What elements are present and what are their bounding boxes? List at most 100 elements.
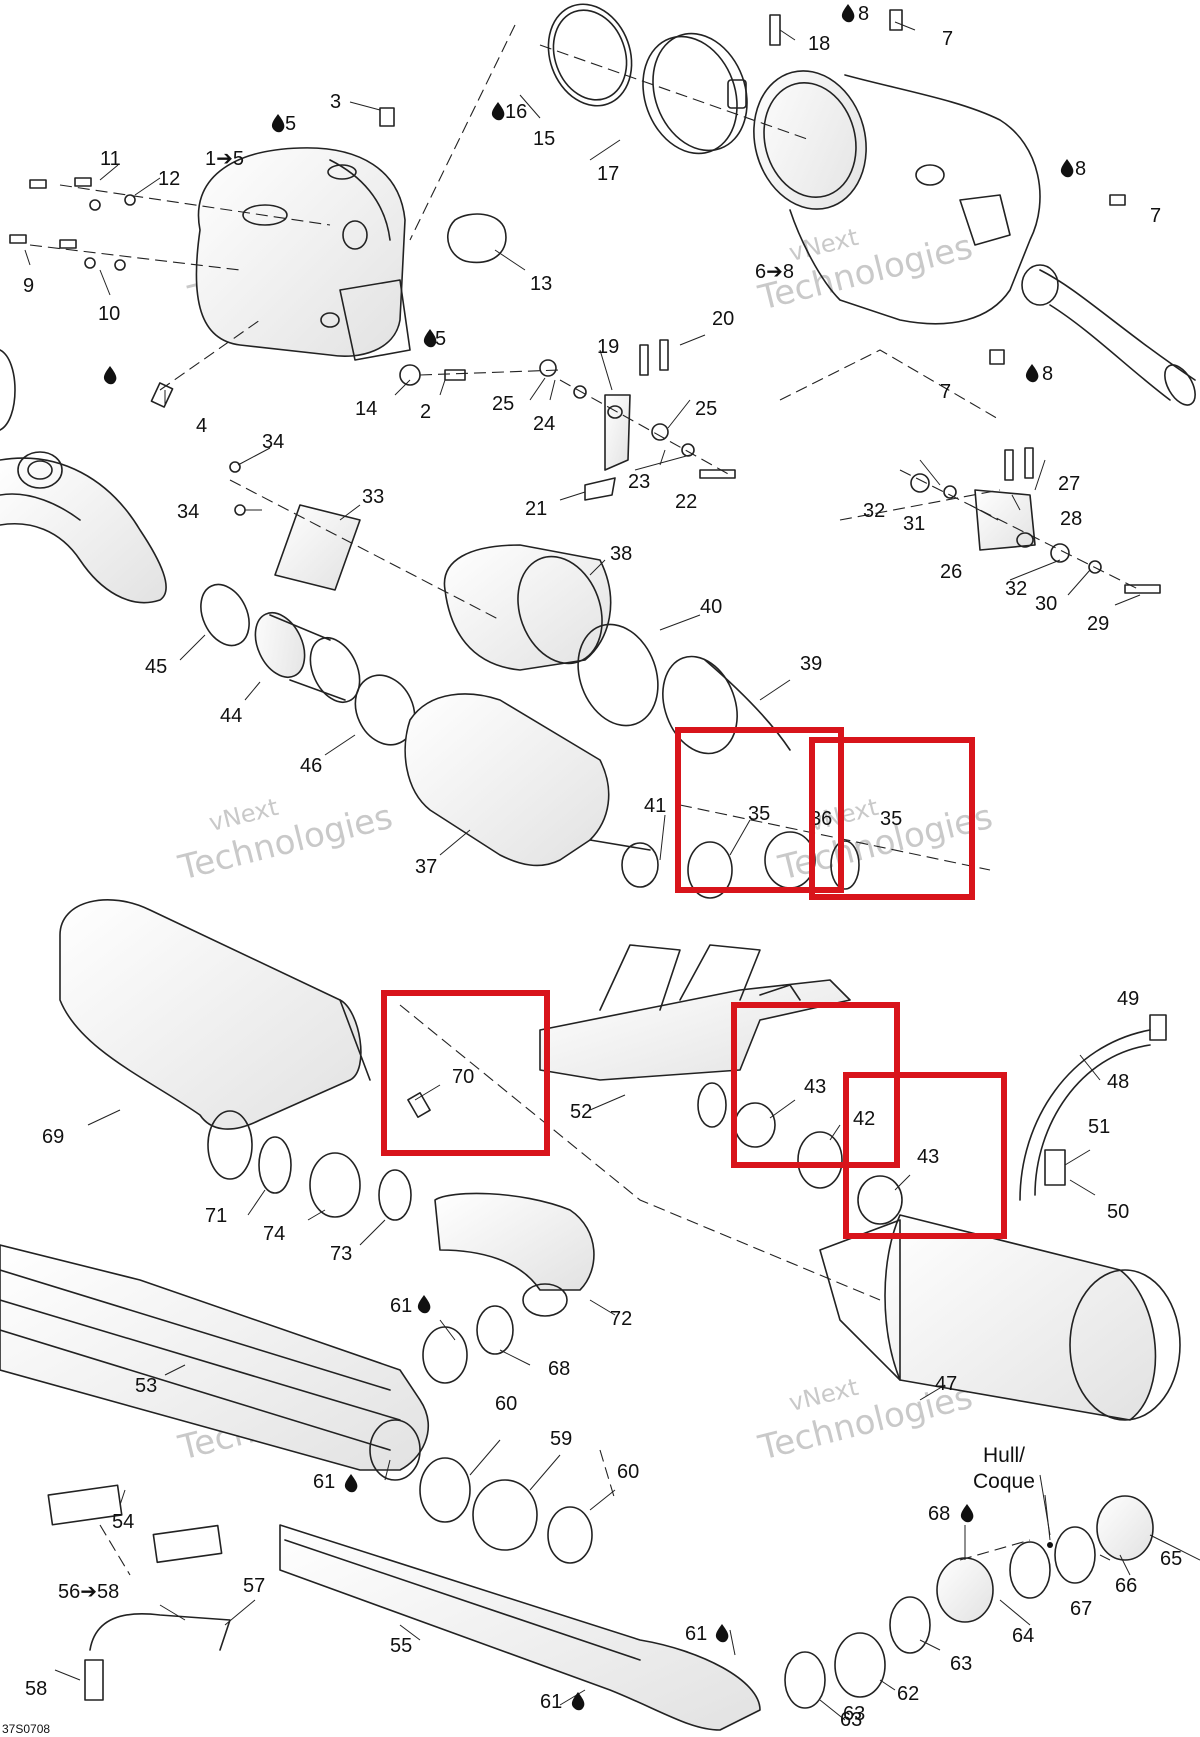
gasket-ring <box>577 623 659 727</box>
drop-icon <box>423 329 437 348</box>
callout-label: 33 <box>362 486 384 508</box>
callout-label: 5 <box>285 113 296 135</box>
muffler-body <box>404 693 659 888</box>
callout-label: 59 <box>550 1428 572 1450</box>
bracket-mount <box>584 394 631 501</box>
highlight-box <box>809 737 975 900</box>
callout-label: 37 <box>415 856 437 878</box>
callout-label: 29 <box>1087 613 1109 635</box>
callout-label: 43 <box>917 1146 939 1168</box>
support-strap <box>1019 1014 1167 1201</box>
outlet-sleeve <box>662 655 791 755</box>
highlight-box <box>843 1072 1007 1239</box>
callout-label: 27 <box>1058 473 1080 495</box>
muffler-shield <box>443 544 612 671</box>
highlight-box <box>381 990 550 1156</box>
callout-label: 8 <box>858 3 869 25</box>
callout-label: 62 <box>897 1683 919 1705</box>
assembly-lines <box>29 24 1141 1576</box>
callout-label: 51 <box>1088 1116 1110 1138</box>
callout-label: 1➔5 <box>205 148 244 170</box>
fasteners <box>9 9 1161 1186</box>
callout-label: 60 <box>617 1461 639 1483</box>
callout-label: 35 <box>880 808 902 830</box>
coupling-sleeve <box>797 1131 843 1189</box>
hull-note: Hull/ Coque <box>973 1444 1053 1548</box>
callout-label: 15 <box>533 128 555 150</box>
hose-clamp <box>200 583 250 647</box>
long-exhaust-pipe <box>279 1524 761 1731</box>
watermark: vNext Technologies <box>754 223 977 319</box>
highlight-box <box>675 727 844 893</box>
callout-label: 61 <box>685 1623 707 1645</box>
callout-label: 52 <box>570 1101 592 1123</box>
hose-clamp <box>378 1169 412 1221</box>
flange-gasket <box>446 213 507 264</box>
callout-label: 73 <box>330 1243 352 1265</box>
highlight-boxes <box>381 727 1007 1239</box>
manifold-housing <box>0 147 411 431</box>
elbow-pipe-left <box>0 451 167 604</box>
callout-label: 21 <box>525 498 547 520</box>
callout-label: 63 <box>840 1709 862 1731</box>
callout-label: 12 <box>158 168 180 190</box>
rubber-coupling <box>254 612 361 703</box>
callout-label: 58 <box>25 1678 47 1700</box>
heat-shield <box>274 504 361 591</box>
callout-label: 28 <box>1060 508 1082 530</box>
callout-label: 55 <box>390 1635 412 1657</box>
callout-label: 56➔58 <box>58 1581 119 1603</box>
callout-label: 4 <box>196 415 207 437</box>
callout-label: 43 <box>804 1076 826 1098</box>
callout-labels: 1➔5 3 5 11 12 9 10 4 16 15 17 18 8 7 13 … <box>23 3 1182 1731</box>
callout-label: 13 <box>530 273 552 295</box>
callout-label: 22 <box>675 491 697 513</box>
drawing-code: 37S0708 <box>2 1722 50 1736</box>
callout-label: 45 <box>145 656 167 678</box>
exhaust-tube-bundle <box>539 944 851 1128</box>
outlet-nut <box>1096 1495 1154 1561</box>
exhaust-pipe-bend <box>434 1192 595 1317</box>
threaded-fitting <box>936 1557 994 1623</box>
callout-label: 25 <box>492 393 514 415</box>
callout-label: 50 <box>1107 1201 1129 1223</box>
callout-label: 6➔8 <box>755 261 794 283</box>
hull-label: Hull/ <box>983 1444 1025 1467</box>
coque-label: Coque <box>973 1470 1035 1493</box>
sealant-drop-icons <box>103 4 1074 1711</box>
coupling-sleeve <box>834 1632 886 1698</box>
callout-label: 65 <box>1160 1548 1182 1570</box>
callout-label: 63 <box>843 1703 865 1725</box>
drop-icon <box>571 1692 585 1711</box>
callout-label: 40 <box>700 596 722 618</box>
callout-label: 32 <box>1005 578 1027 600</box>
drop-icon <box>841 4 855 23</box>
hull-point <box>1047 1542 1053 1548</box>
hose-clamp <box>687 841 733 899</box>
callout-label: 49 <box>1117 988 1139 1010</box>
callout-label: 11 <box>100 148 121 170</box>
drop-icon <box>103 366 117 385</box>
coupling-sleeve <box>309 1152 361 1218</box>
callout-label: 70 <box>452 1066 474 1088</box>
callout-label: 53 <box>135 1375 157 1397</box>
callout-label: 38 <box>610 543 632 565</box>
hose-clamp <box>857 1175 903 1225</box>
drop-icon <box>417 1295 431 1314</box>
callout-label: 10 <box>98 303 120 325</box>
drop-icon <box>715 1624 729 1643</box>
hose-clamp <box>258 1136 292 1194</box>
callout-label: 36 <box>810 808 832 830</box>
callout-label: 23 <box>628 471 650 493</box>
callout-label: 68 <box>928 1503 950 1525</box>
drop-icon <box>1025 364 1039 383</box>
callout-label: 17 <box>597 163 619 185</box>
callout-label: 71 <box>205 1205 227 1227</box>
callout-label: 39 <box>800 653 822 675</box>
callout-label: 20 <box>712 308 734 330</box>
callout-label: 67 <box>1070 1598 1092 1620</box>
upper-housing-right <box>753 70 1196 406</box>
drop-icon <box>1060 159 1074 178</box>
